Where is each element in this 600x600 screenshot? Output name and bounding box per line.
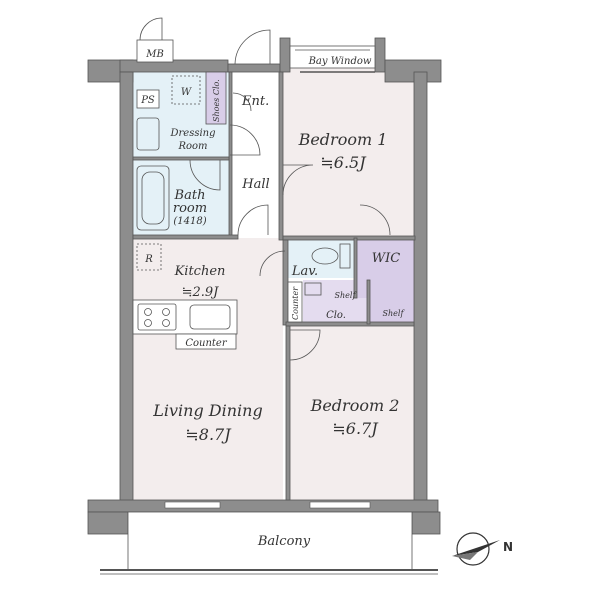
- hall-label: Hall: [241, 177, 269, 192]
- ent-label: Ent.: [241, 94, 269, 109]
- shoes-clo-label: Shoes Clo.: [212, 79, 221, 122]
- ps-box: [136, 89, 160, 109]
- bedroom2-area: [290, 325, 414, 500]
- shoes-closet: [205, 71, 227, 125]
- bedroom1-area-text: ≒6.5J: [320, 153, 367, 172]
- basin: [136, 117, 160, 151]
- lav-area: [288, 240, 354, 278]
- bedroom2-name: Bedroom 2: [310, 396, 400, 415]
- bath-label-2: room: [173, 201, 207, 216]
- top-features: MB Bay Window: [136, 39, 376, 73]
- dressing-label-1: Dressing: [169, 128, 215, 139]
- mb-box: [136, 39, 174, 63]
- ps-label: PS: [140, 95, 155, 106]
- balcony: [100, 501, 438, 575]
- counter-strip: [175, 333, 237, 350]
- bath-label-3: (1418): [173, 216, 206, 227]
- fridge-box: [136, 243, 162, 271]
- bedroom1-area: [281, 68, 414, 238]
- hall-area: [230, 68, 281, 238]
- room-fills: [133, 68, 415, 500]
- lav-label: Lav.: [291, 264, 318, 279]
- counter-h-label: Counter: [185, 338, 227, 349]
- bath-label-1: Bath: [174, 188, 206, 203]
- shelf-b-label: Shelf: [383, 309, 406, 318]
- ps-area: [137, 90, 159, 108]
- fixtures: W PS Shoes Clo. R: [132, 71, 351, 350]
- dressing-label-2: Room: [177, 141, 207, 152]
- kitchen-counter: [132, 299, 238, 335]
- toilet-tank: [339, 243, 351, 269]
- mb-label: MB: [145, 49, 164, 60]
- living-name: Living Dining: [152, 401, 262, 420]
- bedroom2-area-text: ≒6.7J: [332, 419, 379, 438]
- clo-label: Clo.: [326, 310, 346, 321]
- doors: [139, 17, 391, 361]
- bedroom1-name: Bedroom 1: [298, 130, 388, 149]
- fridge-label: R: [144, 254, 153, 265]
- wic-label: WIC: [372, 251, 400, 266]
- washer-label: W: [181, 87, 192, 98]
- balcony-label: Balcony: [257, 534, 311, 549]
- counter-v-box: [287, 281, 303, 323]
- living-area-text: ≒8.7J: [185, 425, 232, 444]
- toilet-bowl: [311, 247, 339, 265]
- north-arrow-icon: N: [452, 532, 513, 566]
- counter-v-label: Counter: [291, 286, 300, 320]
- kitchen-area-text: ≒2.9J: [182, 285, 220, 300]
- bathtub: [136, 165, 170, 231]
- balcony-area: [127, 511, 413, 571]
- wic-shelf-area: [370, 298, 415, 323]
- shelf-a-label: Shelf: [335, 291, 358, 300]
- washer-box: [171, 75, 201, 105]
- kitchen-name: Kitchen: [174, 264, 226, 279]
- bay-window-label: Bay Window: [308, 56, 372, 67]
- wet-area-bath: [133, 160, 229, 235]
- north-label: N: [503, 540, 513, 554]
- bay-window-box: [289, 45, 376, 69]
- living-area: [133, 238, 283, 500]
